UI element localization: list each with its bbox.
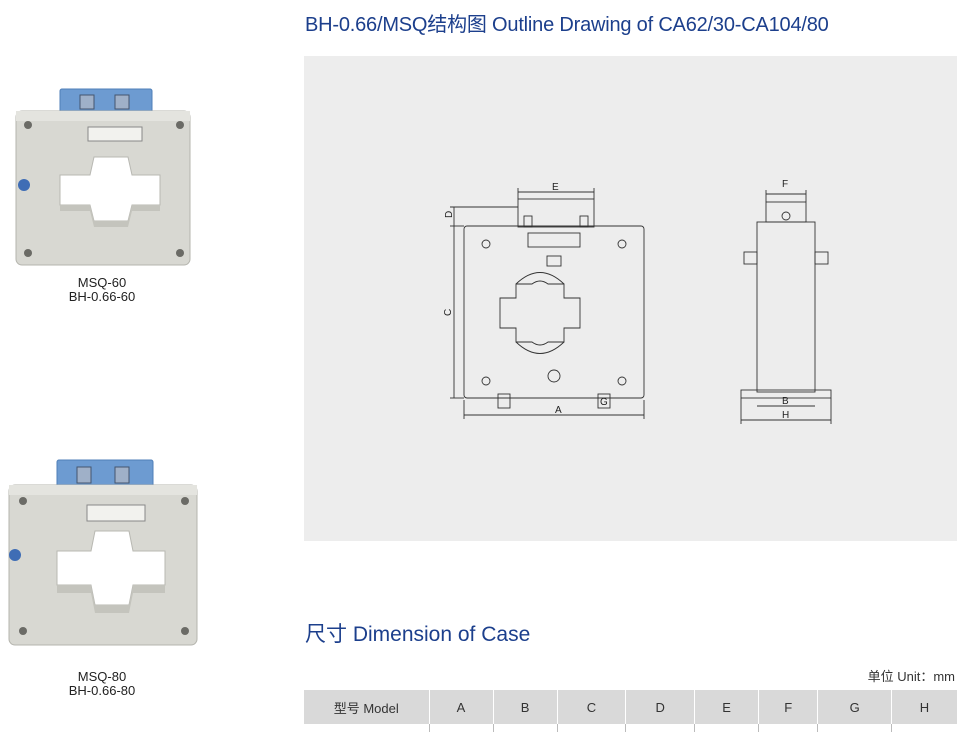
outline-drawing: E D C A G F B H xyxy=(443,179,832,424)
side-view xyxy=(740,190,832,424)
product-caption-msq-60: MSQ-60 BH-0.66-60 xyxy=(2,276,202,304)
product-image-msq-60 xyxy=(10,85,195,270)
product-code: BH-0.66-80 xyxy=(68,683,136,698)
front-view xyxy=(450,188,645,419)
dim-label-g: G xyxy=(600,397,608,408)
product-code: BH-0.66-60 xyxy=(68,289,136,304)
column-header-d: D xyxy=(625,690,696,724)
dim-label-b: B xyxy=(782,396,789,407)
dim-label-d: D xyxy=(444,211,455,218)
column-header-c: C xyxy=(557,690,627,724)
dim-label-f: F xyxy=(782,179,788,190)
product-image-msq-80 xyxy=(5,455,201,655)
current-transformer-photo xyxy=(15,88,191,266)
dim-label-h: H xyxy=(782,410,789,421)
column-header-e: E xyxy=(694,690,760,724)
unit-label: 单位 Unit：mm xyxy=(867,669,955,684)
column-header-model: 型号 Model xyxy=(304,690,430,724)
page-title: BH-0.66/MSQ结构图 Outline Drawing of CA62/3… xyxy=(305,14,829,36)
column-header-g: G xyxy=(817,690,892,724)
dim-label-c: C xyxy=(443,309,454,316)
outline-drawing-panel: E D C A G F B H xyxy=(304,56,957,541)
table-header-row: 型号 Model A B C D E F G H xyxy=(304,690,957,724)
product-caption-msq-80: MSQ-80 BH-0.66-80 xyxy=(2,670,202,698)
dim-label-e: E xyxy=(552,182,559,193)
current-transformer-photo xyxy=(8,459,198,646)
dim-label-a: A xyxy=(555,405,562,416)
section-title: 尺寸 Dimension of Case xyxy=(305,623,531,646)
column-header-a: A xyxy=(429,690,494,724)
product-model: MSQ-80 xyxy=(77,669,127,684)
table-row xyxy=(304,724,957,732)
dimension-table: 型号 Model A B C D E F G H xyxy=(304,690,957,732)
product-model: MSQ-60 xyxy=(77,275,127,290)
column-header-h: H xyxy=(891,690,957,724)
column-header-b: B xyxy=(493,690,558,724)
column-header-f: F xyxy=(758,690,819,724)
